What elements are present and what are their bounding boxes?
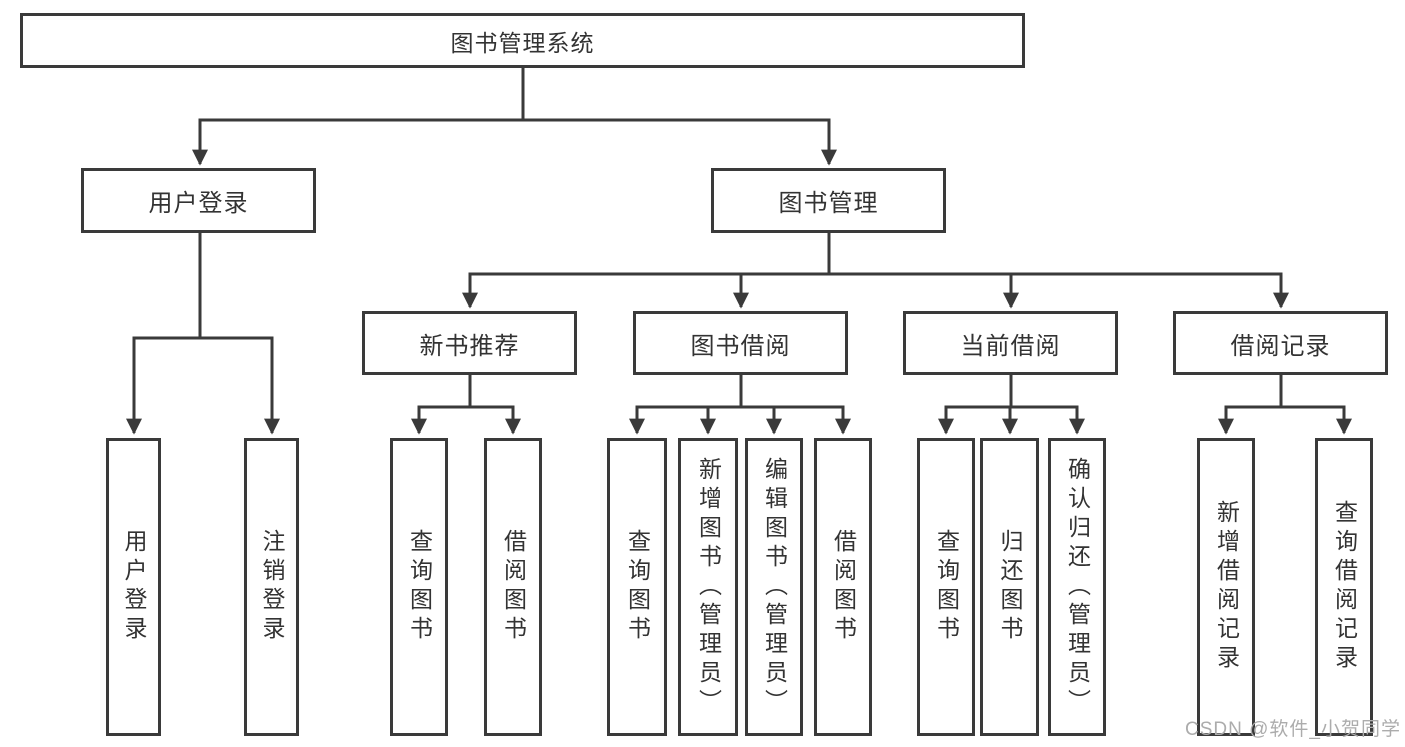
leaf-add-book-admin: 新增图书（管理员）: [678, 438, 738, 736]
node-label: 借阅图书: [830, 529, 857, 645]
leaf-user-login: 用户登录: [106, 438, 161, 736]
node-label: 借阅记录: [1230, 332, 1331, 360]
leaf-logout: 注销登录: [244, 438, 299, 736]
leaf-query-borrow-record: 查询借阅记录: [1315, 438, 1373, 736]
node-library-management-system: 图书管理系统: [20, 13, 1025, 68]
node-label: 编辑图书（管理员）: [761, 456, 788, 718]
node-label: 查询图书: [406, 529, 433, 645]
leaf-query-books-current: 查询图书: [917, 438, 975, 736]
node-label: 图书管理系统: [450, 29, 595, 56]
node-new-book-recommend: 新书推荐: [362, 311, 577, 375]
leaf-borrow-books-borrowing: 借阅图书: [814, 438, 872, 736]
node-label: 新书推荐: [419, 332, 520, 360]
node-label: 当前借阅: [960, 332, 1061, 360]
node-user-login: 用户登录: [81, 168, 316, 233]
node-label: 查询图书: [933, 529, 960, 645]
leaf-edit-book-admin: 编辑图书（管理员）: [745, 438, 803, 736]
node-book-management: 图书管理: [711, 168, 946, 233]
node-label: 查询图书: [624, 529, 651, 645]
node-label: 图书管理: [778, 190, 879, 217]
node-label: 新增借阅记录: [1213, 500, 1240, 674]
leaf-confirm-return-admin: 确认归还（管理员）: [1048, 438, 1106, 736]
node-label: 用户登录: [121, 529, 147, 645]
node-label: 查询借阅记录: [1331, 500, 1358, 674]
node-borrowing-records: 借阅记录: [1173, 311, 1388, 375]
node-label: 归还图书: [997, 529, 1023, 645]
node-label: 借阅图书: [500, 529, 527, 645]
leaf-add-borrow-record: 新增借阅记录: [1197, 438, 1255, 736]
node-label: 注销登录: [259, 529, 285, 645]
leaf-query-books-recommend: 查询图书: [390, 438, 448, 736]
leaf-return-book: 归还图书: [980, 438, 1039, 736]
node-label: 图书借阅: [690, 332, 791, 360]
node-book-borrowing: 图书借阅: [633, 311, 848, 375]
leaf-borrow-books-recommend: 借阅图书: [484, 438, 542, 736]
node-label: 用户登录: [148, 190, 249, 217]
csdn-watermark: CSDN @软件_小贺同学: [1185, 719, 1401, 740]
node-label: 新增图书（管理员）: [695, 456, 722, 718]
node-label: 确认归还（管理员）: [1064, 456, 1091, 718]
leaf-query-books-borrowing: 查询图书: [607, 438, 667, 736]
node-current-borrowing: 当前借阅: [903, 311, 1118, 375]
